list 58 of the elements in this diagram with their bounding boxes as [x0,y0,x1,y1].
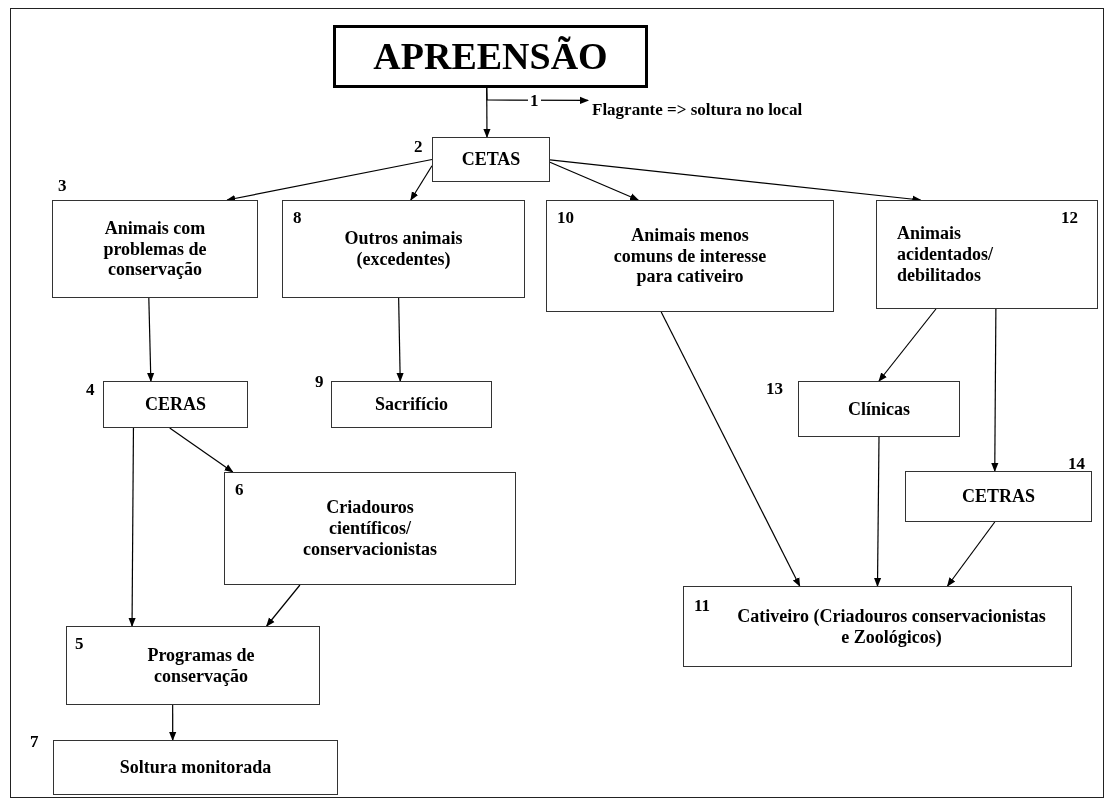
box-text: Animais menos comuns de interesse para cativeiro [612,224,768,288]
callout-number: 4 [86,381,95,398]
process-box [331,381,492,428]
callout-number: 12 [1061,209,1078,226]
process-box [683,586,1072,667]
arrow [266,584,301,627]
callout-number: 9 [315,373,324,390]
arrow [483,87,491,138]
process-box [52,200,258,298]
callout-number: 10 [557,209,574,226]
arrow [169,704,177,741]
arrow [410,165,433,201]
box-text: Outros animais (excedentes) [343,228,464,270]
box-text: Animais com problemas de conservação [102,217,208,281]
callout-number: 8 [293,209,302,226]
callout-number: 13 [766,380,783,397]
arrow [169,427,234,473]
callout-number: 2 [414,138,423,155]
box-text: Criadouros científicos/ conservacionistas [302,497,438,560]
process-box [333,25,648,88]
box-text: Flagrante => soltura no local [592,100,803,120]
process-box [53,740,338,795]
box-text: Sacrifício [375,394,448,415]
callout-number: 6 [235,481,244,498]
arrow [878,308,937,382]
arrow [147,297,155,382]
callout-number: 14 [1068,455,1085,472]
process-box [103,381,248,428]
process-box [876,200,1098,309]
process-box [66,626,320,705]
arrow [991,308,999,472]
process-box [224,472,516,585]
arrow [660,311,801,587]
process-box [432,137,550,182]
heading-text: APREENSÃO [373,34,608,79]
box-text: Cativeiro (Criadouros conservacionistas e Zoológicos) [736,605,1047,648]
process-box [905,471,1092,522]
arrow [396,297,404,382]
callout-number: 3 [58,177,67,194]
arrow [226,158,433,202]
callout-number: 11 [694,597,711,614]
arrow [946,521,996,587]
box-text: CETAS [461,149,521,170]
process-box [282,200,525,298]
box-text: Programas de conservação [146,644,256,687]
process-box [546,200,834,312]
box-text: Soltura monitorada [119,757,272,778]
box-text: CERAS [145,394,206,415]
arrow [874,436,882,587]
callout-number: 7 [30,733,39,750]
box-text: CETRAS [962,486,1035,507]
arrow [549,161,639,201]
process-box [798,381,960,437]
box-text: Clínicas [848,398,910,420]
edge-label: 1 [528,92,541,109]
box-text: Animais acidentados/ debilitados [897,223,994,286]
callout-number: 5 [75,635,84,652]
arrow [128,427,136,627]
